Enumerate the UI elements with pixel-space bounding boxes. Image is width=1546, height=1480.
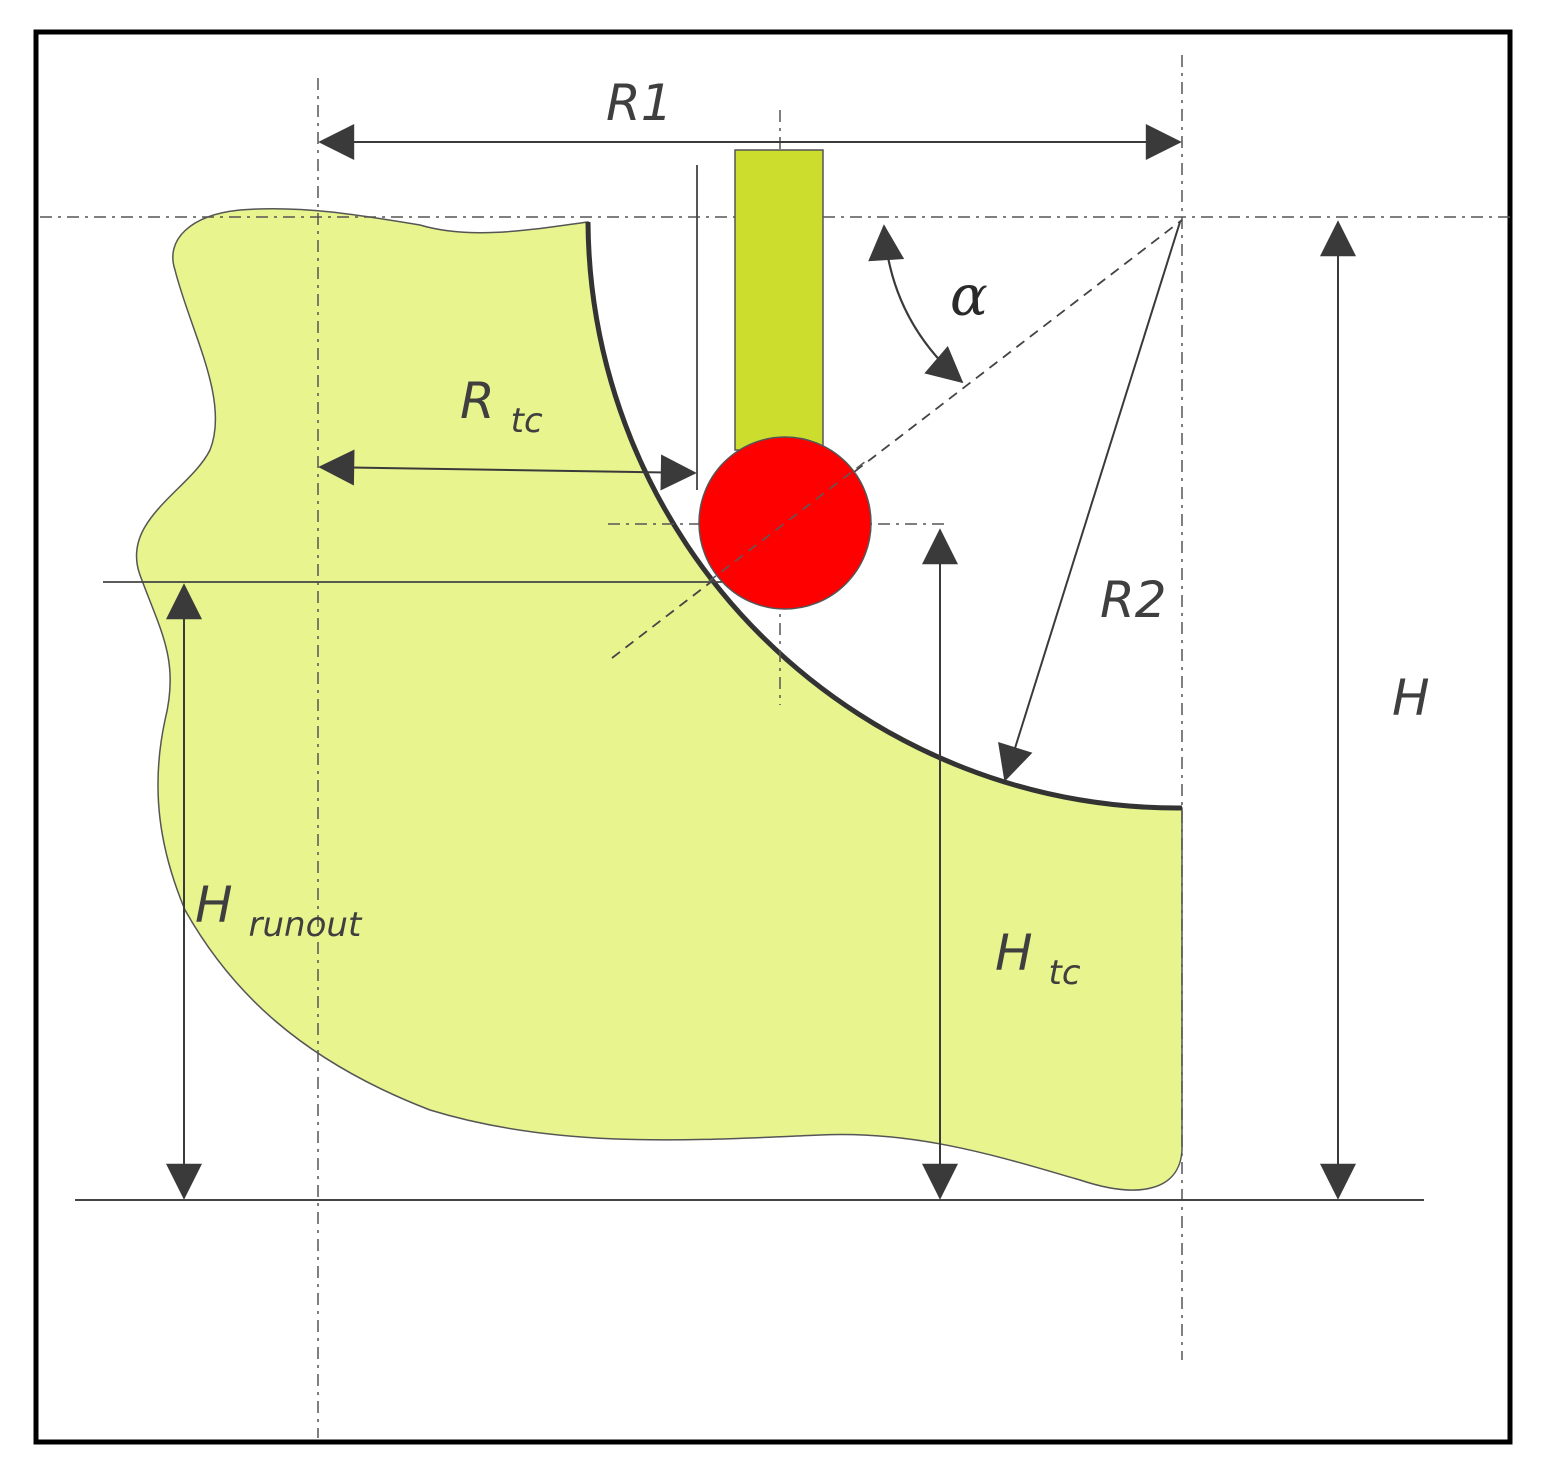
radial-dashed-line-over-ball (707, 457, 871, 583)
diagram-frame (33, 29, 1513, 1445)
alpha-angle-arc (868, 224, 964, 384)
rtc-dimension-arrow (318, 449, 697, 491)
radial-dashed-line (611, 219, 1183, 659)
r2-label: R2 (1100, 571, 1167, 629)
htc-label-sub: tc (1049, 953, 1081, 993)
r1-label: R1 (606, 74, 673, 132)
rtc-label-sub: tc (511, 401, 543, 441)
workpiece-body (135, 207, 1183, 1191)
hrunout-label: H runout (195, 876, 363, 945)
rtc-label-main: R (460, 372, 495, 430)
htc-label: H tc (995, 924, 1081, 993)
hrunout-label-sub: runout (249, 905, 363, 945)
h-label: H (1392, 669, 1430, 727)
rtc-label: R tc (460, 372, 543, 441)
r2-dimension-arrow (998, 221, 1181, 782)
hrunout-label-main: H (195, 876, 233, 934)
ball-tip (698, 436, 872, 610)
alpha-label: α (950, 264, 988, 329)
tool-rod (734, 149, 824, 451)
contour-arc (585, 221, 1183, 811)
htc-label-main: H (995, 924, 1033, 982)
